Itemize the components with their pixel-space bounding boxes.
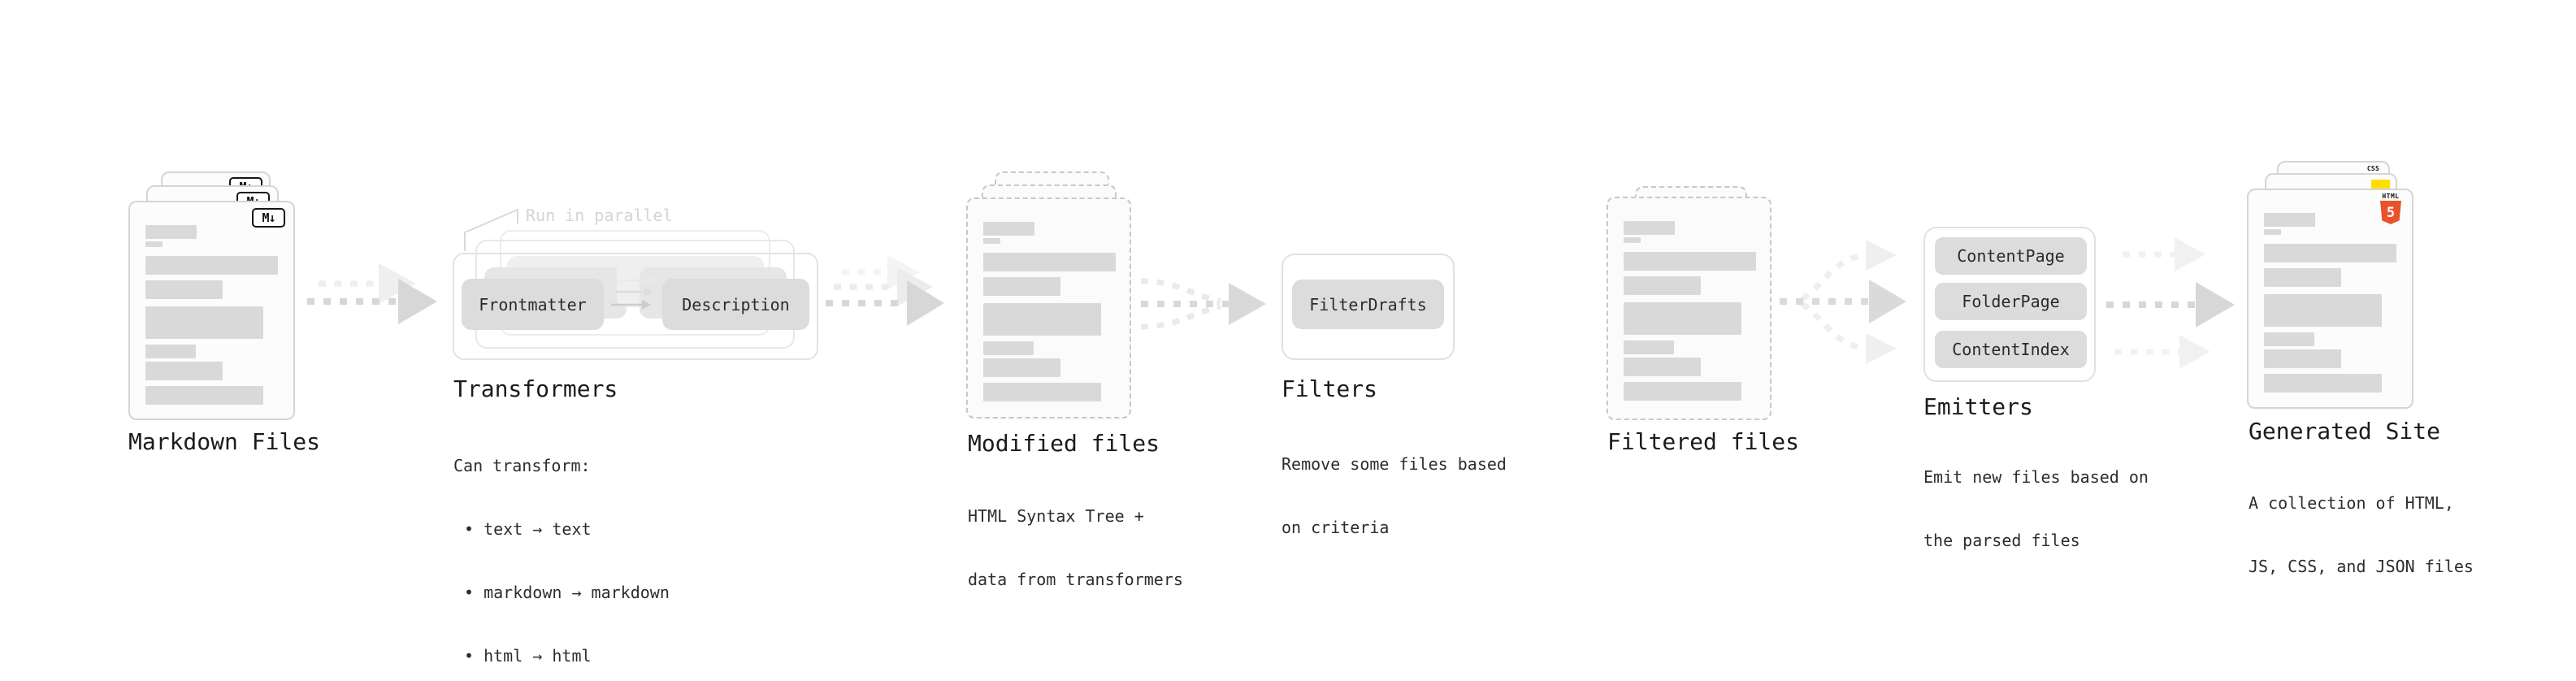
arrow-markdown-to-transformers xyxy=(307,263,437,324)
arrow-modified-to-filters xyxy=(1140,278,1266,330)
arrow-emitters-to-generated xyxy=(2106,237,2235,369)
run-in-parallel-leader-line xyxy=(464,208,518,251)
arrow-filtered-to-emitters xyxy=(1780,240,1906,364)
arrow-transformers-to-modified xyxy=(826,255,944,326)
